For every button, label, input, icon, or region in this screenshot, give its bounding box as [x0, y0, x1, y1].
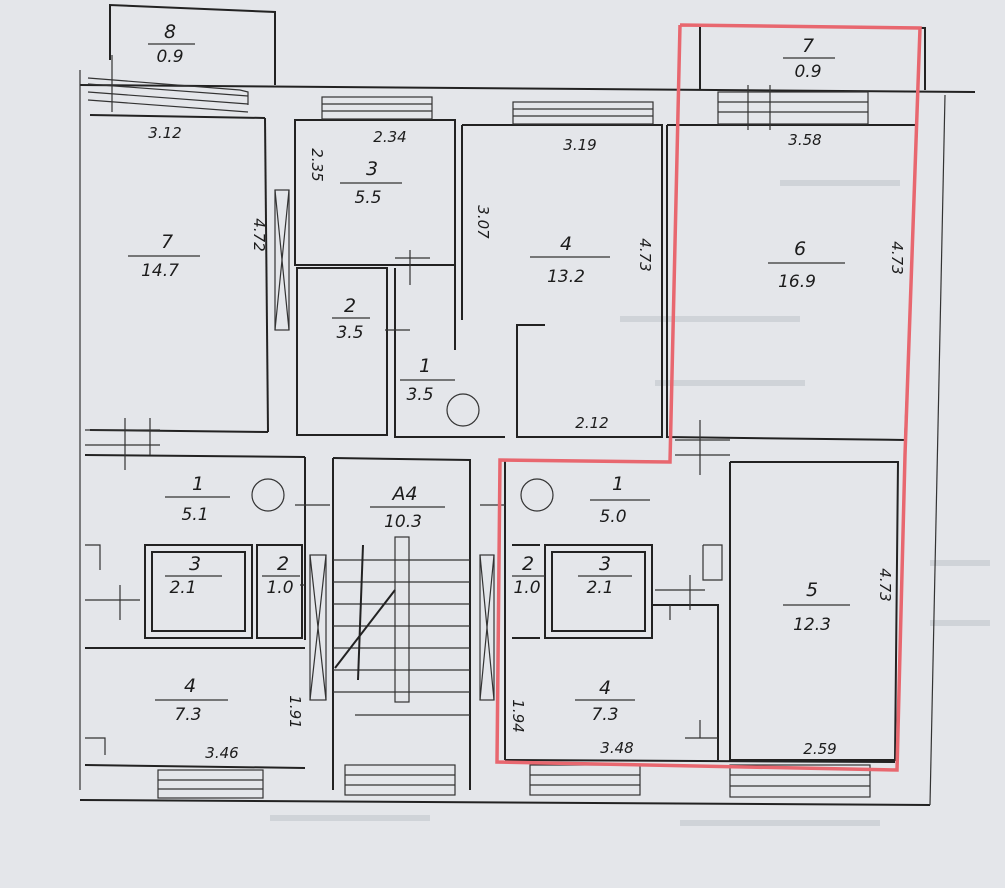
room-5-width: 2.59 — [803, 740, 836, 758]
room-4-left-height: 1.91 — [286, 695, 304, 728]
room-7-right-num: 7 — [802, 35, 814, 57]
meter-left — [251, 478, 285, 512]
room-4-left-num: 4 — [184, 675, 196, 697]
room-5-height: 4.73 — [876, 568, 894, 601]
stair-area: 10.3 — [384, 512, 422, 532]
room-4-right-width: 3.48 — [600, 739, 633, 757]
room-3-top-width: 2.34 — [373, 128, 406, 146]
window-r3-top — [321, 96, 433, 120]
room-4-right-area: 7.3 — [591, 705, 618, 725]
room-labels: 8 0.9 3.12 7 14.7 4.72 2.34 2.35 3 5.5 2… — [128, 21, 906, 762]
room-4-top-width: 3.19 — [563, 136, 596, 154]
room-4-top-bottom-width: 2.12 — [575, 414, 608, 432]
room-2-top-area: 3.5 — [336, 323, 363, 343]
room-6-width: 3.58 — [788, 131, 821, 149]
room-4-left-width: 3.46 — [205, 744, 238, 762]
walls — [79, 3, 976, 806]
room-8-area: 0.9 — [156, 47, 183, 67]
room-7-left-area: 14.7 — [141, 261, 179, 281]
room-2-top-num: 2 — [344, 295, 356, 317]
room-5-area: 12.3 — [793, 615, 831, 635]
highlighted-unit-outline — [495, 23, 922, 772]
room-7-left-width: 3.12 — [148, 124, 181, 142]
room-7-right-area: 0.9 — [794, 62, 821, 82]
window-r4-left — [157, 769, 264, 799]
room-4-top-num: 4 — [560, 233, 572, 255]
meter-symbols — [251, 393, 554, 512]
room-2-left-area: 1.0 — [266, 578, 293, 598]
room-1-right-area: 5.0 — [599, 507, 626, 527]
room-7-left-num: 7 — [161, 231, 173, 253]
room-6-num: 6 — [794, 238, 806, 260]
window-r4-top — [512, 101, 654, 125]
room-4-top-area: 13.2 — [547, 267, 585, 287]
meter-top — [446, 393, 480, 427]
room-4-right-height: 1.94 — [509, 699, 527, 732]
stair-label: A4 — [390, 483, 417, 505]
window-r6 — [717, 85, 869, 130]
room-3-top-num: 3 — [366, 158, 378, 180]
room-1-left-num: 1 — [192, 473, 204, 495]
room-5-num: 5 — [806, 579, 818, 601]
window-r4-right — [529, 764, 641, 796]
room-1-top-area: 3.5 — [406, 385, 433, 405]
background-text — [270, 180, 990, 826]
room-2-right-area: 1.0 — [513, 578, 540, 598]
meter-right — [520, 478, 554, 512]
room-8-num: 8 — [164, 21, 176, 43]
room-7-left-height: 4.72 — [250, 218, 268, 251]
room-3-left-area: 2.1 — [169, 578, 196, 598]
room-6-area: 16.9 — [778, 272, 816, 292]
room-1-right-num: 1 — [612, 473, 624, 495]
room-2-left-num: 2 — [277, 553, 289, 575]
room-3-right-num: 3 — [599, 553, 611, 575]
room-3-top-area: 5.5 — [354, 188, 381, 208]
window-stair — [344, 764, 456, 796]
window-r7-left — [87, 55, 249, 113]
room-6-height: 4.73 — [888, 241, 906, 274]
room-3-top-height: 2.35 — [308, 148, 326, 181]
window-r5 — [729, 764, 871, 798]
doors — [85, 189, 730, 755]
room-3-left-num: 3 — [189, 553, 201, 575]
room-1-left-area: 5.1 — [181, 505, 208, 525]
room-4-top-height-left: 3.07 — [474, 205, 492, 239]
stair-treads — [333, 544, 470, 716]
windows — [87, 55, 871, 799]
room-4-left-area: 7.3 — [174, 705, 201, 725]
room-4-top-height-right: 4.73 — [636, 238, 654, 271]
room-4-right-num: 4 — [599, 677, 611, 699]
room-1-top-num: 1 — [419, 355, 431, 377]
room-2-right-num: 2 — [522, 553, 534, 575]
room-3-right-area: 2.1 — [586, 578, 613, 598]
